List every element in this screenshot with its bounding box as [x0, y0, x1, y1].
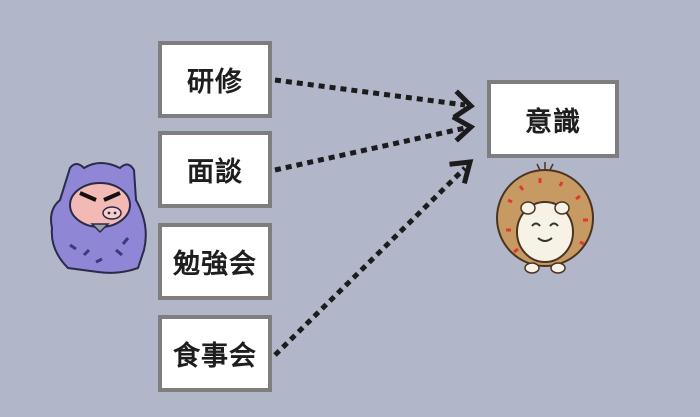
- hedgehog-character-icon: [496, 162, 594, 274]
- pig-character-icon: [50, 162, 147, 274]
- arrowhead-dinner: [449, 159, 474, 185]
- node-dinner-party-label: 食事会: [173, 341, 257, 372]
- node-awareness: 意識: [487, 80, 619, 158]
- node-training-label: 研修: [187, 67, 243, 98]
- node-interview-label: 面談: [187, 157, 243, 188]
- node-study-session-label: 勉強会: [173, 249, 257, 280]
- arrowhead-interview: [451, 114, 476, 143]
- node-training: 研修: [158, 41, 272, 118]
- node-study-session: 勉強会: [158, 223, 272, 300]
- arrow-interview-to-awareness: [274, 125, 466, 173]
- node-dinner-party: 食事会: [158, 315, 272, 392]
- node-interview: 面談: [158, 131, 272, 208]
- arrow-dinner-to-awareness: [273, 166, 467, 357]
- node-awareness-label: 意識: [525, 106, 581, 138]
- arrowhead-training: [452, 89, 475, 120]
- arrow-training-to-awareness: [274, 77, 466, 108]
